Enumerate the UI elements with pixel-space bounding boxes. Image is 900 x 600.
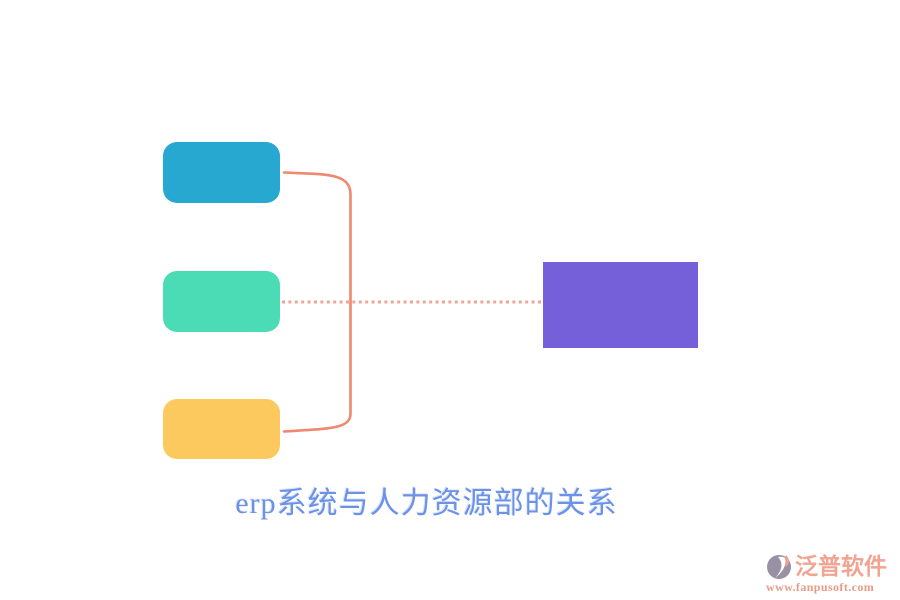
watermark-brand-row: 泛普软件 — [766, 553, 894, 580]
watermark: 泛普软件 www.fanpusoft.com — [766, 553, 894, 593]
fanpu-logo-icon — [767, 555, 791, 579]
node-middle — [163, 271, 280, 332]
watermark-url: www.fanpusoft.com — [766, 580, 875, 594]
node-bottom — [163, 399, 280, 459]
watermark-brand: 泛普软件 — [795, 554, 887, 579]
node-top — [163, 142, 280, 203]
connector-solid-bracket — [282, 171, 352, 433]
node-main — [543, 262, 698, 348]
diagram-title: erp系统与人力资源部的关系 — [235, 487, 618, 520]
